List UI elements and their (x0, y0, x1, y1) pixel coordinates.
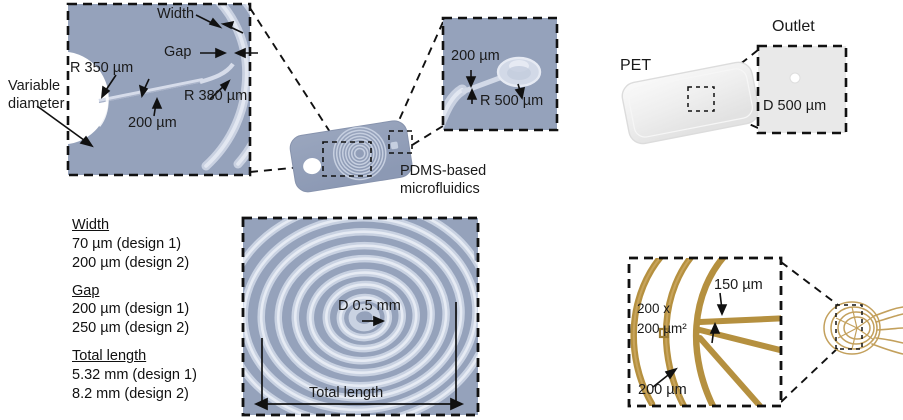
caption-pdms-line1: PDMS-based (400, 163, 487, 179)
panel-inlet-arrows (36, 14, 258, 148)
label-r350: R 350 µm (70, 60, 134, 76)
spec-group-total-length: Total length 5.32 mm (design 1) 8.2 mm (… (72, 347, 197, 404)
spec-list: Width 70 µm (design 1) 200 µm (design 2)… (72, 216, 197, 413)
label-trace-200um: 200 µm (638, 382, 687, 398)
label-pad-size-line2: 200 µm² (637, 321, 687, 336)
label-outlet-200um: 200 µm (451, 48, 500, 64)
spec-heading-gap: Gap (72, 282, 100, 299)
panel-spiral-artwork (243, 218, 478, 415)
label-total-length: Total length (309, 385, 384, 401)
panel-outlet-artwork (443, 18, 557, 130)
panel-inlet-border (66, 2, 252, 177)
label-outlet-title: Outlet (772, 18, 815, 35)
panel-electrode-border (627, 256, 783, 408)
pdms-chip-artwork (289, 120, 413, 193)
pet-roi-outlet (687, 86, 715, 112)
label-outlet-diameter: D 500 µm (763, 98, 827, 114)
label-r380: R 380 µm (184, 88, 248, 104)
label-gap: Gap (164, 44, 192, 60)
label-variable-diameter-line2: diameter (8, 96, 65, 112)
label-core-diameter: D 0.5 mm (338, 298, 401, 314)
label-variable-diameter-line1: Variable (8, 78, 61, 94)
panel-pet-outlet-artwork (758, 46, 846, 133)
label-pet: PET (620, 57, 652, 74)
panel-outlet-border (441, 16, 559, 132)
electrode-roi (835, 304, 863, 350)
spec-heading-total-length: Total length (72, 348, 147, 365)
label-pad-size-line1: 200 x (637, 301, 671, 316)
label-trace-150um: 150 µm (714, 277, 763, 293)
caption-pdms-line2: microfluidics (400, 181, 480, 197)
spec-gap-design2: 250 µm (design 2) (72, 320, 190, 337)
chip-roi-inlet (322, 141, 372, 177)
spec-width-design1: 70 µm (design 1) (72, 235, 182, 252)
label-r500: R 500 µm (480, 93, 544, 109)
panel-electrode-arrows (652, 292, 728, 388)
panel-electrode-artwork (629, 258, 781, 406)
spec-group-width: Width 70 µm (design 1) 200 µm (design 2) (72, 216, 197, 273)
pet-substrate-artwork (621, 61, 760, 145)
electrode-coil-device (823, 301, 903, 355)
panel-outlet-arrows (465, 70, 526, 104)
spec-heading-width: Width (72, 217, 110, 233)
label-channel-200um: 200 µm (128, 115, 177, 131)
label-width: Width (157, 6, 195, 22)
panel-pet-outlet-border (756, 44, 848, 135)
spec-group-gap: Gap 200 µm (design 1) 250 µm (design 2) (72, 282, 197, 339)
spec-total-length-design1: 5.32 mm (design 1) (72, 366, 197, 383)
spec-gap-design1: 200 µm (design 1) (72, 301, 190, 318)
panel-spiral-border (241, 216, 480, 417)
chip-roi-outlet (388, 130, 413, 154)
spec-width-design2: 200 µm (design 2) (72, 254, 190, 271)
spec-total-length-design2: 8.2 mm (design 2) (72, 385, 189, 402)
